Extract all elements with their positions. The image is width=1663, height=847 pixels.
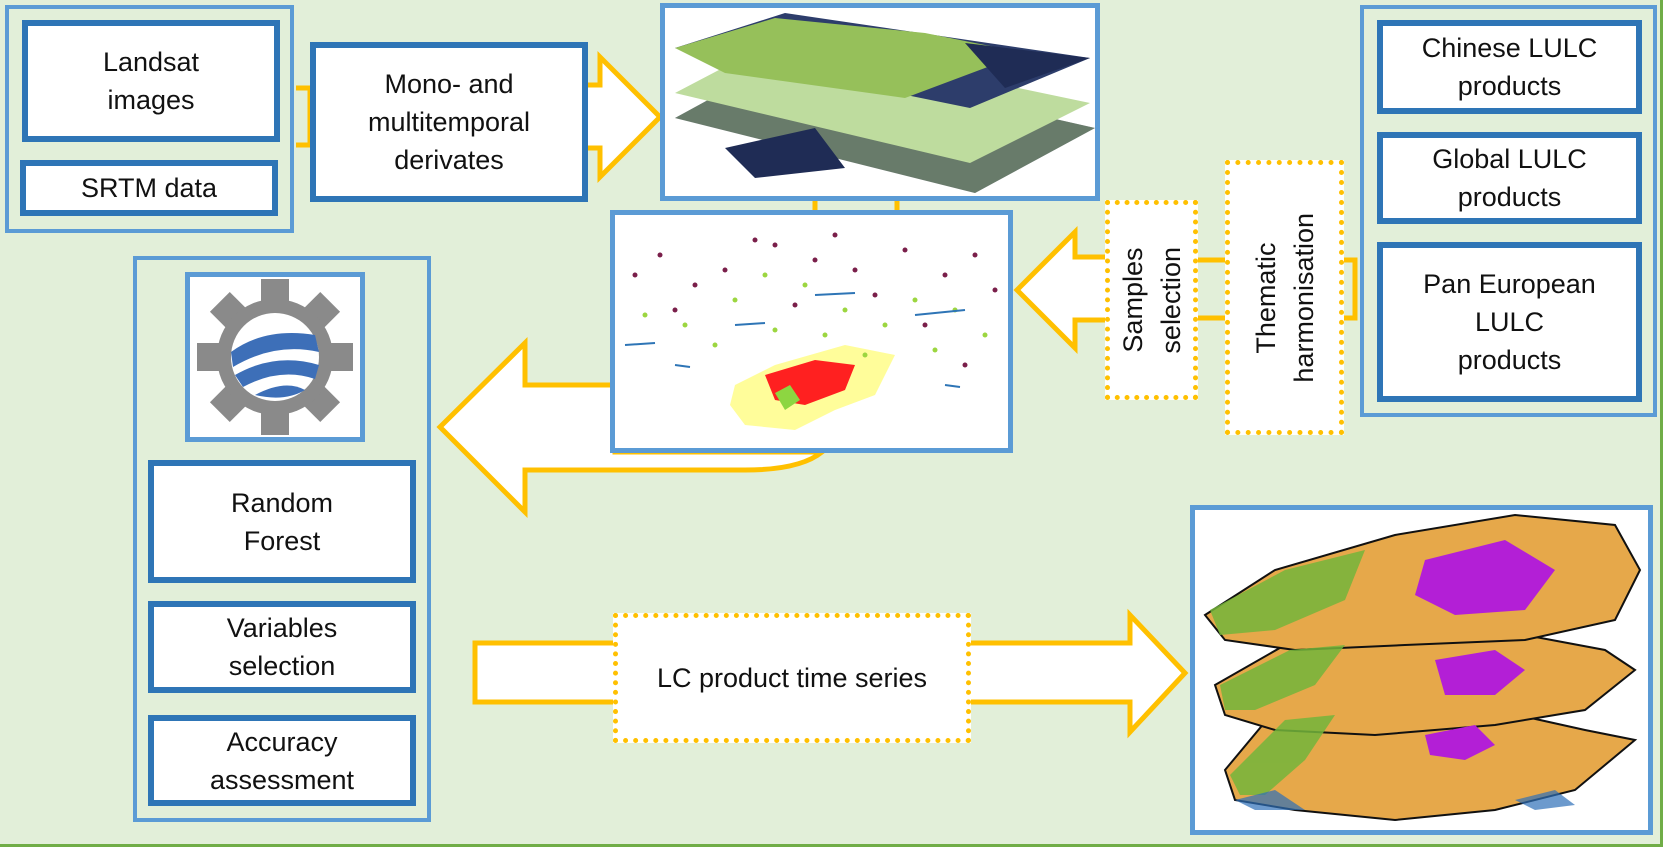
earth-engine-icon	[185, 272, 365, 442]
variables-selection-box: Variables selection	[148, 601, 416, 693]
arrow-samples-to-map	[1013, 225, 1111, 355]
random-forest-box: Random Forest	[148, 460, 416, 583]
accuracy-assessment-box: Accuracy assessment	[148, 715, 416, 806]
thematic-harmonisation-box: Thematic harmonisation	[1225, 160, 1344, 435]
landsat-images-box: Landsat images	[22, 20, 280, 142]
pan-european-lulc-box: Pan European LULC products	[1377, 242, 1642, 402]
thematic-harmonisation-label: Thematic harmonisation	[1250, 212, 1319, 383]
connector-inputs-to-derivates	[296, 85, 313, 148]
derivates-box: Mono- and multitemporal derivates	[310, 42, 588, 202]
connector-thematic-to-references	[1342, 257, 1358, 321]
global-lulc-box: Global LULC products	[1377, 132, 1642, 224]
samples-selection-label: Samples selection	[1117, 246, 1186, 354]
samples-map-image	[610, 210, 1013, 453]
chinese-lulc-box: Chinese LULC products	[1377, 20, 1642, 114]
satellite-layers-image	[660, 3, 1100, 201]
lc-product-time-series-box: LC product time series	[613, 613, 971, 743]
srtm-data-box: SRTM data	[20, 160, 278, 216]
arrow-derivates-to-layers	[582, 50, 664, 184]
samples-selection-box: Samples selection	[1105, 200, 1198, 400]
lc-time-series-image	[1190, 505, 1653, 835]
